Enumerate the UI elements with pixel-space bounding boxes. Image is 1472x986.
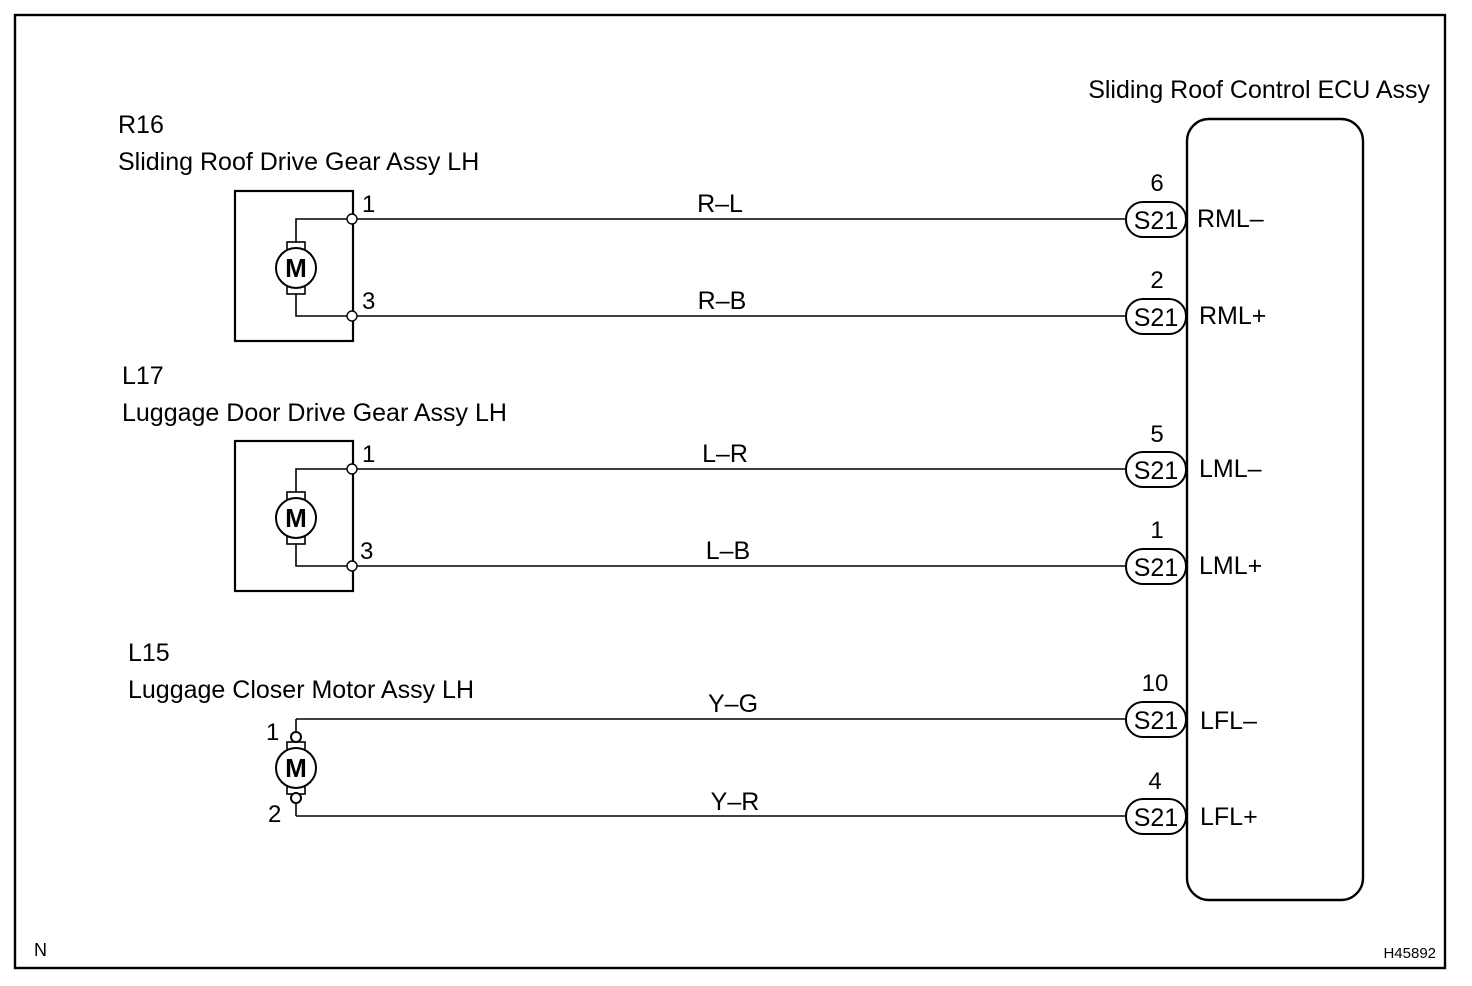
ecu-title: Sliding Roof Control ECU Assy (1088, 76, 1430, 104)
component-box (233, 189, 355, 343)
ecu-terminal: LML+ (1199, 552, 1262, 580)
terminal-dot (346, 310, 358, 322)
component-code: R16 (118, 111, 164, 139)
component-name: Sliding Roof Drive Gear Assy LH (118, 148, 479, 176)
connector-code: S21 (1134, 207, 1178, 235)
terminal-dot (290, 731, 302, 743)
ecu-connector-lml-neg: 5 S21 LML– (1125, 421, 1262, 488)
diagram-frame (13, 13, 1447, 970)
svg-text:M: M (285, 753, 307, 783)
ecu-pin-number: 6 (1150, 170, 1163, 197)
pin-number: 2 (268, 801, 281, 828)
component-code: L17 (122, 362, 164, 390)
svg-text:M: M (285, 253, 307, 283)
ecu-connector-lfl-pos: 4 S21 LFL+ (1125, 768, 1258, 835)
pin-number: 1 (266, 719, 279, 746)
motor-icon: M (275, 491, 317, 545)
ecu-terminal: RML+ (1199, 302, 1266, 330)
component-name: Luggage Closer Motor Assy LH (128, 676, 474, 704)
ecu-connector-lml-pos: 1 S21 LML+ (1125, 517, 1262, 585)
ecu-box (1185, 117, 1365, 902)
terminal-dot (290, 792, 302, 804)
footer-left-mark: N (34, 940, 47, 960)
wire-color-code: Y–G (708, 690, 758, 718)
connector-code: S21 (1134, 804, 1178, 832)
component-r16: R16 Sliding Roof Drive Gear Assy LH M 1 … (118, 111, 479, 343)
connector-pill (1125, 451, 1187, 488)
pin-number: 3 (362, 288, 375, 315)
terminal-dot (346, 463, 358, 475)
connector-code: S21 (1134, 304, 1178, 332)
ecu-pin-number: 5 (1150, 421, 1163, 448)
internal-wire (295, 218, 352, 242)
svg-text:M: M (285, 503, 307, 533)
connector-code: S21 (1134, 457, 1178, 485)
connector-pill (1125, 298, 1187, 335)
connector-pill (1125, 798, 1187, 835)
pin-number: 1 (362, 191, 375, 218)
terminal-dot (346, 560, 358, 572)
figure-id: H45892 (1383, 945, 1436, 962)
terminal-dot (346, 213, 358, 225)
motor-icon: M (275, 241, 317, 295)
internal-wire (295, 468, 352, 492)
component-box (233, 439, 355, 593)
ecu-connector-rml-neg: 6 S21 RML– (1125, 170, 1264, 238)
ecu-terminal: LFL– (1200, 707, 1257, 735)
internal-wire (295, 294, 352, 317)
ecu-pin-number: 4 (1148, 768, 1161, 795)
ecu-pin-number: 1 (1150, 517, 1163, 544)
pin-number: 3 (360, 538, 373, 565)
ecu-pin-number: 10 (1142, 670, 1169, 697)
connector-code: S21 (1134, 707, 1178, 735)
wire-color-code: Y–R (711, 788, 760, 816)
ecu-pin-number: 2 (1150, 267, 1163, 294)
wire-color-code: R–B (698, 287, 747, 315)
ecu-connector-lfl-neg: 10 S21 LFL– (1125, 670, 1257, 738)
internal-wire (295, 544, 352, 567)
component-name: Luggage Door Drive Gear Assy LH (122, 399, 507, 427)
connector-pill (1125, 701, 1187, 738)
connector-pill (1125, 548, 1187, 585)
pin-number: 1 (362, 441, 375, 468)
ecu-connector-rml-pos: 2 S21 RML+ (1125, 267, 1266, 335)
motor-icon: M (275, 741, 317, 795)
ecu-terminal: RML– (1197, 205, 1264, 233)
component-code: L15 (128, 639, 170, 667)
connector-pill (1125, 201, 1187, 238)
wire-color-code: L–B (706, 537, 750, 565)
component-l17: L17 Luggage Door Drive Gear Assy LH M 1 … (122, 362, 507, 593)
ecu-terminal: LML– (1199, 455, 1262, 483)
wire-color-code: R–L (697, 190, 743, 218)
connector-code: S21 (1134, 554, 1178, 582)
wire-color-code: L–R (702, 440, 748, 468)
component-l15: L15 Luggage Closer Motor Assy LH M 1 2 (128, 639, 474, 828)
ecu-terminal: LFL+ (1200, 803, 1258, 831)
